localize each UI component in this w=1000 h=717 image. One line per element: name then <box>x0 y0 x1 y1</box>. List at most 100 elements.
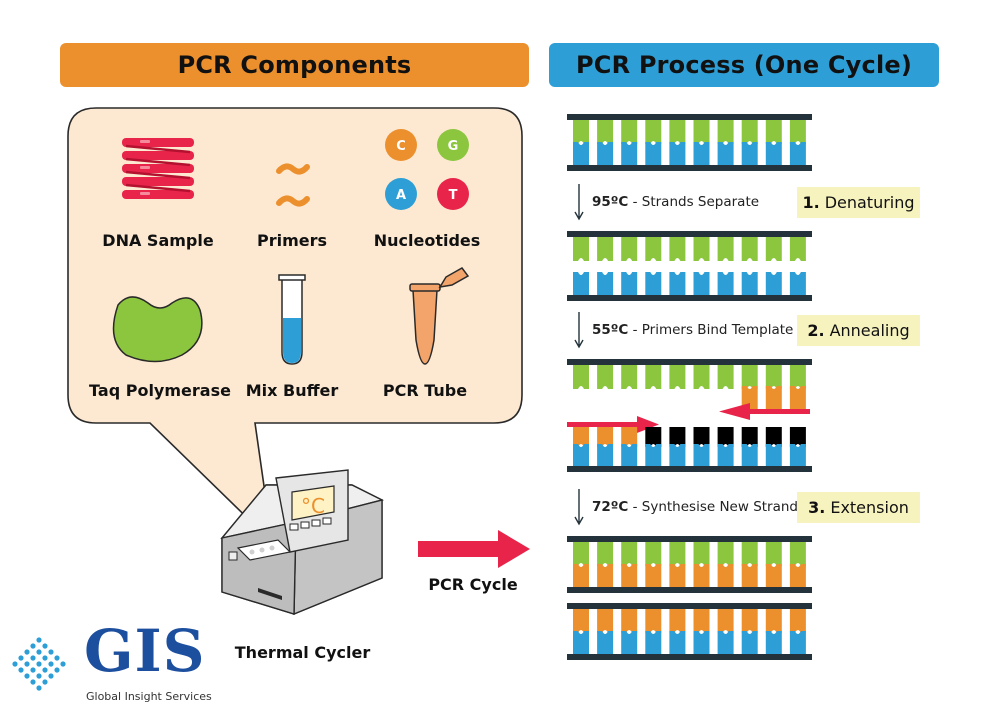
strand-6-top-base-1 <box>597 609 614 633</box>
strand-6-bottom-base-9 <box>789 631 806 655</box>
label-pcr-tube: PCR Tube <box>382 381 468 400</box>
strand-3-top-base-9 <box>789 365 806 389</box>
strand-5-bottom-base-6 <box>717 564 734 588</box>
strand-5-top-base-5 <box>693 542 710 566</box>
nucleotide-g: G <box>448 139 459 154</box>
primer-arrow-right-body <box>567 422 637 427</box>
strand-6-bottom-backbone <box>567 654 812 660</box>
strand-2-bottom-base-7 <box>741 272 758 296</box>
strand-1-top-base-0 <box>573 120 589 144</box>
strand-6-bottom-base-7 <box>741 631 758 655</box>
strand-6-bottom-base-3 <box>645 631 662 655</box>
components-header: PCR Components <box>60 43 529 87</box>
stage-1-num: 1. <box>802 193 820 212</box>
step-2-text: 55ºC - Primers Bind Template <box>592 322 793 338</box>
label-dna-sample: DNA Sample <box>102 231 214 250</box>
step-arrow-3 <box>574 489 584 526</box>
label-nucleotides: Nucleotides <box>373 231 481 250</box>
strand-4-bottom-backbone <box>567 466 812 472</box>
thermal-cycler-icon: °C <box>220 469 384 616</box>
strand-6-top-base-9 <box>789 609 806 633</box>
strand-6-bottom-base-8 <box>765 631 782 655</box>
strand-6-bottom-base-5 <box>693 631 710 655</box>
strand-6-top-base-5 <box>693 609 710 633</box>
strand-5-top-base-4 <box>669 542 686 566</box>
step-3-desc: - Synthesise New Strand <box>632 499 799 515</box>
strand-4-primer-base-1 <box>597 427 614 447</box>
nucleotide-c: C <box>396 139 406 154</box>
strand-3-top-base-5 <box>693 365 710 389</box>
strand-3-top-base-2 <box>621 365 638 389</box>
strand-5-top-base-9 <box>789 542 806 566</box>
label-pcr-cycle: PCR Cycle <box>428 575 518 594</box>
label-thermal-cycler: Thermal Cycler <box>234 643 371 662</box>
strand-6-top-base-6 <box>717 609 734 633</box>
strand-1-top-base-3 <box>645 120 662 144</box>
strand-2-bottom-base-9 <box>789 272 806 296</box>
stage-2-num: 2. <box>807 321 825 340</box>
strand-1-bottom-base-4 <box>669 142 686 166</box>
strand-1-top-base-4 <box>669 120 686 144</box>
strand-6-bottom-base-6 <box>717 631 734 655</box>
strand-5-bottom-base-9 <box>789 564 806 588</box>
strand-2-bottom-base-2 <box>621 272 638 296</box>
strand-2-bottom-base-5 <box>693 272 710 296</box>
strand-1-top-base-9 <box>789 120 806 144</box>
stage-denaturing: 1. Denaturing <box>797 187 920 218</box>
strand-6-bottom-base-2 <box>621 631 638 655</box>
step-1-text: 95ºC - Strands Separate <box>592 194 759 210</box>
strand-4-primer-base-3 <box>645 427 662 447</box>
stage-1-label: Denaturing <box>824 193 915 212</box>
strand-2-bottom-base-6 <box>717 272 734 296</box>
nucleotide-t: T <box>449 188 458 203</box>
strand-5-top-base-0 <box>573 542 589 566</box>
strand-6-top-base-7 <box>741 609 758 633</box>
strand-4-bottom-base-1 <box>597 444 614 466</box>
stage-3-label: Extension <box>830 498 909 517</box>
strand-2-top-base-1 <box>597 237 614 261</box>
strand-1-bottom-base-2 <box>621 142 638 166</box>
strand-6-top-base-3 <box>645 609 662 633</box>
strand-5-top-base-2 <box>621 542 638 566</box>
strand-1-top-base-8 <box>765 120 782 144</box>
strand-1-top-base-1 <box>597 120 614 144</box>
test-tube-icon <box>278 274 306 365</box>
strand-1-top-base-7 <box>741 120 758 144</box>
strand-2-top-base-5 <box>693 237 710 261</box>
strand-2-top-base-0 <box>573 237 589 261</box>
nucleotide-a: A <box>396 188 406 203</box>
strand-2-top-backbone <box>567 231 812 237</box>
strand-5-top-base-3 <box>645 542 662 566</box>
strand-4-primer-base-0 <box>573 427 589 447</box>
strand-4-bottom-base-2 <box>621 444 638 466</box>
step-1-temp: 95ºC <box>592 194 629 210</box>
gis-logo-mark <box>12 637 66 691</box>
strand-1-bottom-base-3 <box>645 142 662 166</box>
strand-1-bottom-base-6 <box>717 142 734 166</box>
strand-6-top-base-0 <box>573 609 589 633</box>
dna-helix-icon <box>122 138 194 199</box>
strand-6-top-base-2 <box>621 609 638 633</box>
step-1-desc: - Strands Separate <box>632 194 760 210</box>
strand-2-top-base-4 <box>669 237 686 261</box>
primer-arrow-left-head <box>719 403 750 420</box>
strand-2-top-base-3 <box>645 237 662 261</box>
strand-1-bottom-base-8 <box>765 142 782 166</box>
strand-2-bottom-base-8 <box>765 272 782 296</box>
strand-5-bottom-base-8 <box>765 564 782 588</box>
strand-1-bottom-base-7 <box>741 142 758 166</box>
label-primers: Primers <box>256 231 328 250</box>
nucleotides-icon: C G A T <box>385 129 469 210</box>
primer-arrow-right-head <box>637 416 659 433</box>
strand-5-bottom-base-3 <box>645 564 662 588</box>
strand-1-top-base-6 <box>717 120 734 144</box>
label-taq-polymerase: Taq Polymerase <box>89 381 231 400</box>
strand-4-bottom-base-4 <box>669 444 686 466</box>
strand-3-top-base-8 <box>765 365 782 389</box>
strand-2-top-base-9 <box>789 237 806 261</box>
strand-3-primer-base-7 <box>741 386 758 410</box>
strand-6-top-base-4 <box>669 609 686 633</box>
